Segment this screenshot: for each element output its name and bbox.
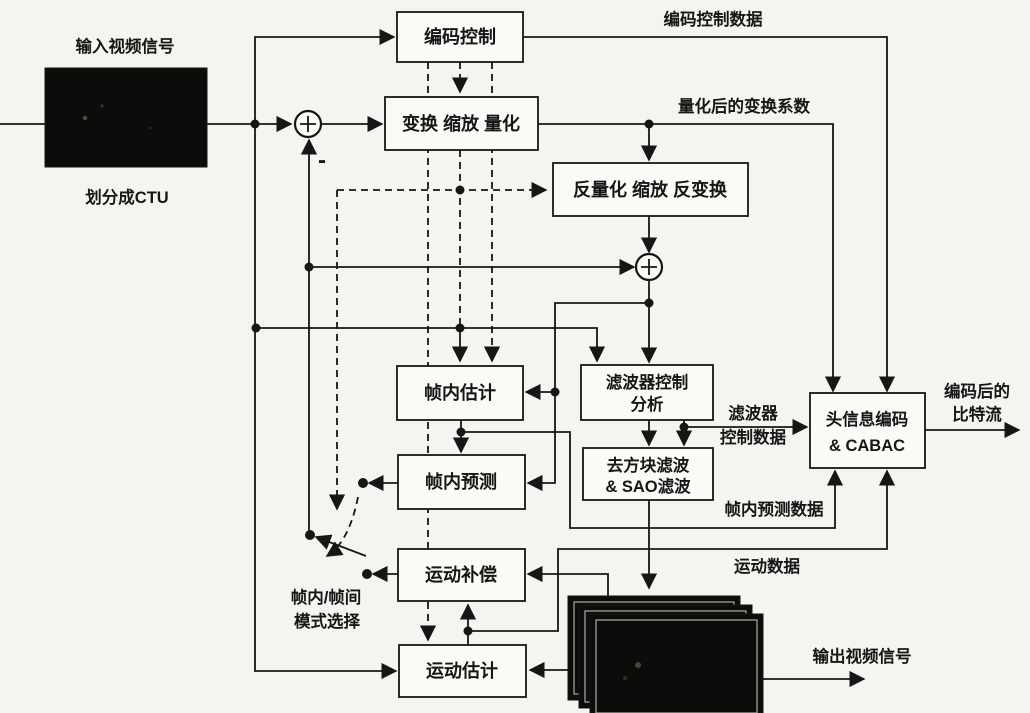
input-frame-image — [44, 67, 208, 168]
node-label: 变换 缩放 量化 — [402, 113, 520, 134]
edge-input-to-motion-estimation — [254, 124, 398, 680]
stack-frame-front — [589, 613, 764, 713]
node-label-line2: & SAO滤波 — [605, 476, 691, 496]
node-transform-scaling-quantization: 变换 缩放 量化 — [384, 96, 539, 151]
edge-motion-data-to-cabac — [468, 469, 896, 632]
switch-mode-dashed-arc — [325, 496, 359, 557]
filter-control-data-label-line1: 滤波器 — [728, 403, 778, 423]
node-label-line1: 滤波器控制 — [606, 372, 689, 392]
switch-inter-contact-dot — [362, 569, 372, 579]
plus-icon — [300, 116, 316, 132]
mode-select-label-line1: 帧内/帧间 — [291, 587, 362, 607]
quantized-coeffs-label: 量化后的变换系数 — [678, 96, 811, 116]
node-label: 编码控制 — [424, 26, 496, 47]
bitstream-label-line2: 比特流 — [952, 404, 1002, 424]
edge-intra-prediction-data — [461, 431, 844, 529]
edge-input-to-filter-analysis — [256, 327, 606, 363]
switch-intra-contact-dot — [358, 478, 368, 488]
edge-input-to-coder-control — [254, 28, 396, 124]
input-video-label: 输入视频信号 — [76, 36, 175, 56]
node-label-line2: 分析 — [631, 394, 665, 414]
labels: 输入视频信号 划分成CTU 编码控制数据 量化后的变换系数 滤波器 控制数据 编… — [76, 9, 1011, 666]
node-motion-estimation: 运动估计 — [398, 644, 527, 698]
node-label-line2: & CABAC — [829, 437, 905, 455]
node-label: 反量化 缩放 反变换 — [573, 179, 728, 200]
switch-pivot-dot — [305, 530, 315, 540]
plus-icon — [641, 259, 657, 275]
node-inverse-transform: 反量化 缩放 反变换 — [552, 162, 749, 217]
edge-quantized-coeffs-to-cabac — [538, 123, 842, 393]
node-label: 运动补偿 — [425, 564, 497, 585]
node-label-line1: 去方块滤波 — [607, 455, 690, 475]
filter-control-data-label-line2: 控制数据 — [720, 427, 787, 447]
node-coder-control: 编码控制 — [396, 11, 524, 63]
node-motion-compensation: 运动补偿 — [397, 548, 526, 602]
intra-prediction-data-label: 帧内预测数据 — [725, 499, 825, 519]
minus-sign: - — [318, 147, 326, 174]
node-label-line1: 头信息编码 — [826, 409, 909, 429]
subtractor-node — [293, 109, 323, 139]
node-deblocking-sao: 去方块滤波 & SAO滤波 — [582, 447, 714, 501]
edge-coder-control-data — [523, 36, 896, 393]
bitstream-label-line1: 编码后的 — [944, 381, 1010, 401]
mode-select-label-line2: 模式选择 — [294, 611, 361, 631]
node-intra-estimation: 帧内估计 — [396, 365, 524, 421]
output-video-label: 输出视频信号 — [813, 646, 912, 666]
coder-control-data-label: 编码控制数据 — [664, 9, 764, 29]
node-label: 帧内估计 — [424, 382, 496, 403]
node-label: 帧内预测 — [425, 471, 497, 492]
node-intra-prediction: 帧内预测 — [397, 454, 526, 510]
switch-blade — [314, 534, 367, 557]
junction-dots — [250, 119, 689, 636]
reconstruction-adder-node — [634, 252, 664, 282]
decoded-picture-stack — [567, 595, 764, 713]
node-filter-control-analysis: 滤波器控制 分析 — [580, 364, 714, 421]
node-label: 运动估计 — [426, 660, 498, 681]
motion-data-label: 运动数据 — [734, 556, 801, 576]
edges — [0, 28, 1021, 688]
ctu-partition-label: 划分成CTU — [85, 187, 168, 207]
edge-dpb-to-motion-comp — [526, 565, 609, 596]
node-header-cabac: 头信息编码 & CABAC — [809, 392, 926, 469]
